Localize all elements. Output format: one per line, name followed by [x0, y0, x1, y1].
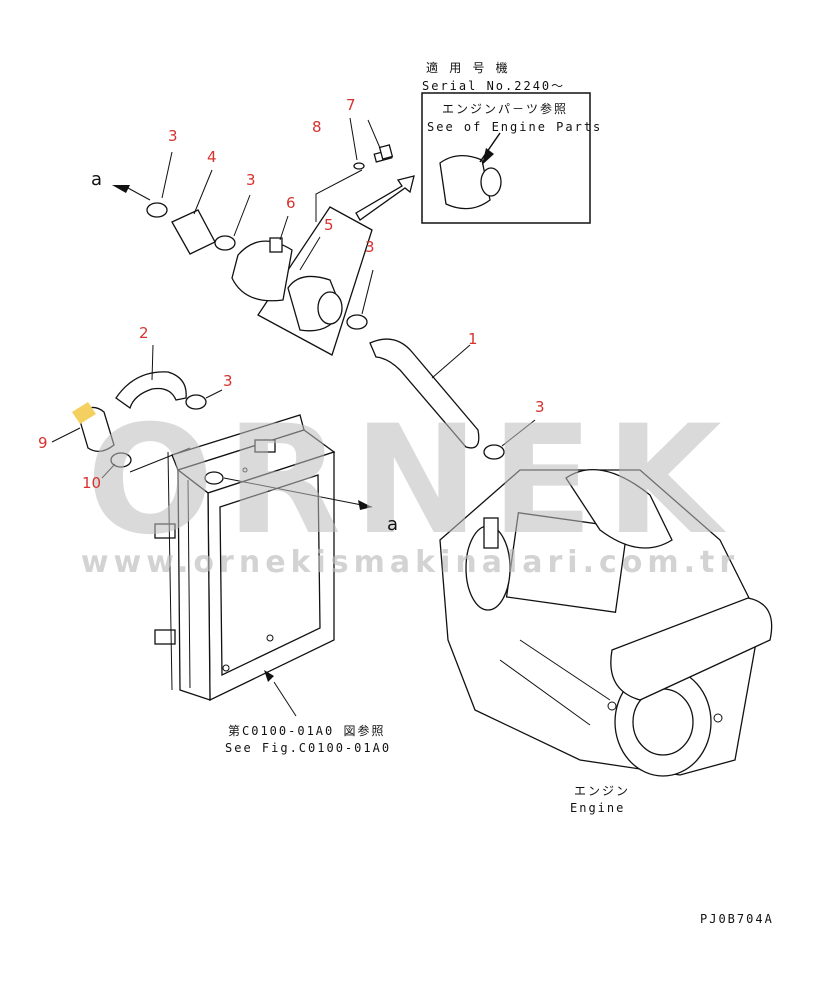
- clamp-3-c: [346, 314, 368, 330]
- engine: [439, 469, 773, 777]
- bolt-7: [373, 144, 394, 163]
- engine-label-en: Engine: [570, 801, 625, 815]
- figure-reference-en: See Fig.C0100-01A0: [225, 741, 391, 755]
- engine-parts-air-cleaner: [439, 132, 502, 210]
- part-number-3: 3: [168, 127, 178, 145]
- leader-lines: [51, 117, 536, 717]
- part-number-10: 10: [82, 474, 101, 492]
- watermark-brand: ORNEK: [86, 394, 733, 568]
- serial-title: 適 用 号 機: [426, 60, 510, 75]
- part-number-3: 3: [365, 238, 375, 256]
- part-number-8: 8: [312, 118, 322, 136]
- air-cleaner-assembly: [231, 206, 373, 356]
- part-number-4: 4: [207, 148, 217, 166]
- hose-4: [171, 209, 216, 255]
- serial-number: Serial No.2240～: [422, 79, 565, 93]
- connection-mark-left: a: [91, 169, 102, 190]
- hose-1: [369, 338, 480, 449]
- clamp-3-d: [185, 394, 207, 410]
- drawing-code: PJ0B704A: [700, 912, 774, 926]
- engine-label-jp: エンジン: [574, 784, 630, 798]
- engine-parts-title-jp: エンジンパ－ツ参照: [442, 101, 568, 116]
- engine-parts-box: [421, 92, 591, 224]
- washer-8: [353, 162, 365, 170]
- part-number-3: 3: [535, 398, 545, 416]
- part-number-5: 5: [324, 216, 334, 234]
- part-number-9: 9: [38, 434, 48, 452]
- part-number-6: 6: [286, 194, 296, 212]
- watermark-url: www.ornekismakinalari.com.tr: [81, 545, 739, 580]
- figure-reference-jp: 第C0100-01A0 図参照: [228, 723, 385, 738]
- part-number-3: 3: [246, 171, 256, 189]
- clamp-3-b: [214, 235, 236, 251]
- clamp-3-a: [146, 202, 168, 218]
- radiator: [154, 414, 336, 702]
- part-number-1: 1: [468, 330, 478, 348]
- connection-mark-right: a: [387, 514, 398, 535]
- hose-9-yellow-end: [72, 402, 96, 424]
- part-number-7: 7: [346, 96, 356, 114]
- clamp-10: [110, 452, 132, 468]
- part-number-3: 3: [223, 372, 233, 390]
- part-number-2: 2: [139, 324, 149, 342]
- engine-parts-title-en: See of Engine Parts: [427, 120, 602, 134]
- clamp-3-e: [483, 444, 505, 460]
- reference-arrow: [355, 175, 415, 221]
